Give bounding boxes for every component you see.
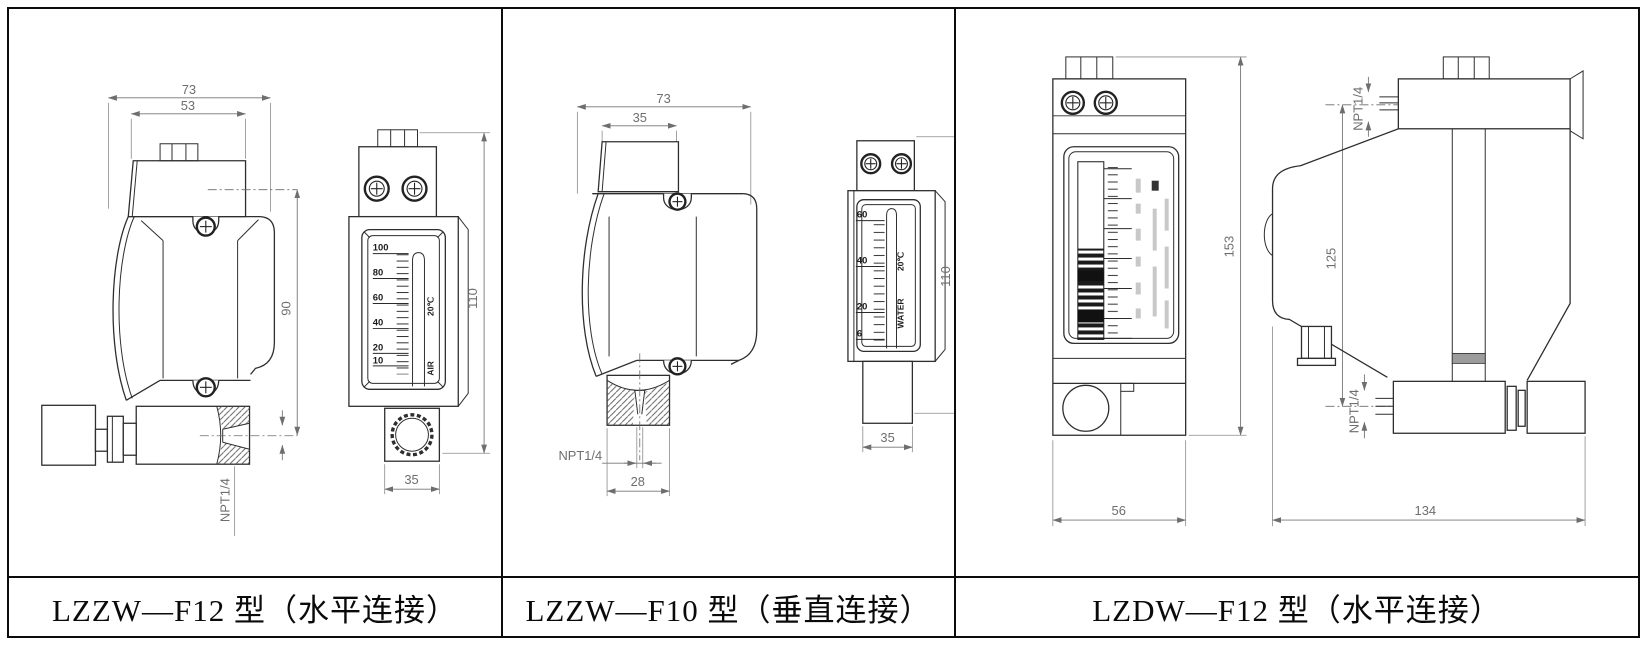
meter-body-front [847, 190, 946, 363]
header-block [127, 160, 247, 218]
dim-label-73: 73 [182, 82, 196, 97]
panel-lzzw-f12: 73 53 90 [9, 9, 503, 576]
top-header [1397, 56, 1584, 140]
port-label-npt14: NPT1/4 [218, 478, 233, 522]
dim-label-56: 56 [1112, 503, 1126, 518]
dim-label-110: 110 [465, 288, 480, 309]
meter-body-side [112, 215, 276, 401]
valve-knob-front [384, 407, 441, 462]
lzdw-side-view: 125 NPT1/4 [1263, 56, 1586, 527]
scale-tick-20: 20 [857, 301, 867, 312]
scale-temp-label: 20℃ [895, 252, 905, 271]
panel-lzdw-f12: 56 153 125 NPT1/4 [956, 9, 1638, 576]
body-profile [1263, 128, 1571, 382]
top-port-threads [1379, 96, 1399, 111]
port-label-npt14: NPT1/4 [558, 448, 602, 463]
flow-scale: 60 40 20 6 20℃ WATER [855, 208, 905, 349]
base-block [1062, 382, 1135, 436]
hex-bolt [1065, 56, 1114, 80]
fine-print-marks [1135, 178, 1169, 329]
scale-medium-label: AIR [425, 361, 435, 376]
scale-tick-6: 6 [857, 328, 862, 339]
dim-label-73: 73 [656, 91, 670, 106]
dim-label-35: 35 [404, 472, 418, 487]
scale-temp-label: 20℃ [425, 297, 435, 316]
lzdw-front-view: 56 153 [1052, 56, 1247, 527]
meter-body [1052, 78, 1187, 436]
valve-knob-side [41, 404, 137, 466]
dim-label-90: 90 [278, 301, 293, 315]
scale-tick-40: 40 [373, 317, 383, 328]
dim-label-110: 110 [938, 266, 953, 287]
lzzw-f12-drawing: 73 53 90 [41, 82, 491, 537]
dim-label-153: 153 [1222, 236, 1237, 258]
port-label-npt14-top: NPT1/4 [1350, 87, 1365, 131]
indicator-window [1063, 146, 1180, 345]
scale-tick-60: 60 [373, 292, 383, 303]
hex-bolt [159, 143, 199, 162]
hex-bolt [377, 129, 419, 148]
scale-tick-40: 40 [857, 256, 867, 267]
connector-stub [1300, 325, 1333, 360]
panel-lzzw-f10: 73 35 [503, 9, 956, 576]
lzzw-f10-drawing: 73 35 [558, 91, 954, 497]
caption-lzzw-f10: LZZW—F10 型（垂直连接） [503, 578, 956, 636]
top-block [597, 141, 680, 193]
scale-tick-10: 10 [373, 355, 383, 366]
screw-cross [199, 220, 212, 233]
base-block-with-port [135, 405, 298, 465]
scale-tick-80: 80 [373, 268, 383, 279]
dim-label-53: 53 [181, 98, 195, 113]
bottom-block [862, 360, 914, 424]
caption-lzzw-f12: LZZW—F12 型（水平连接） [9, 578, 503, 636]
float-stripes [1077, 248, 1104, 340]
f10-side-view: 73 35 [558, 91, 758, 497]
caption-row: LZZW—F12 型（水平连接） LZZW—F10 型（垂直连接） LZDW—F… [9, 576, 1638, 636]
valve-knob [1526, 380, 1586, 434]
scale-tick-60: 60 [857, 210, 867, 221]
bottom-port-threads [1375, 397, 1394, 415]
dim-label-35b: 35 [880, 430, 894, 445]
f12-side-view: 73 53 90 [41, 82, 301, 537]
scale-tick-20: 20 [373, 342, 383, 353]
drawing-row: 73 53 90 [9, 9, 1638, 576]
scale-medium-label: WATER [895, 298, 905, 328]
caption-lzdw-f12: LZDW—F12 型（水平连接） [1092, 592, 1502, 628]
base-and-valve [1375, 380, 1586, 434]
meter-body-side [581, 192, 758, 377]
port-label-npt14-bottom: NPT1/4 [1346, 389, 1361, 433]
f10-front-view: 60 40 20 6 20℃ WATER 110 35 [847, 136, 954, 453]
f12-front-view: 100 80 60 40 20 10 20℃ AIR [348, 129, 491, 495]
dim-label-125: 125 [1323, 248, 1338, 270]
scale-tick-100: 100 [373, 243, 389, 254]
dim-label-28: 28 [631, 474, 645, 489]
screw-cross [199, 381, 212, 394]
dim-label-35: 35 [633, 110, 647, 125]
drawing-table: 73 53 90 [7, 7, 1640, 638]
flow-scale: 100 80 60 40 20 10 20℃ AIR [372, 243, 435, 387]
lzdw-f12-drawing: 56 153 125 NPT1/4 [1052, 56, 1586, 527]
meter-body-front [348, 215, 469, 407]
dim-label-134: 134 [1414, 503, 1436, 518]
base-block-with-port [606, 353, 671, 461]
